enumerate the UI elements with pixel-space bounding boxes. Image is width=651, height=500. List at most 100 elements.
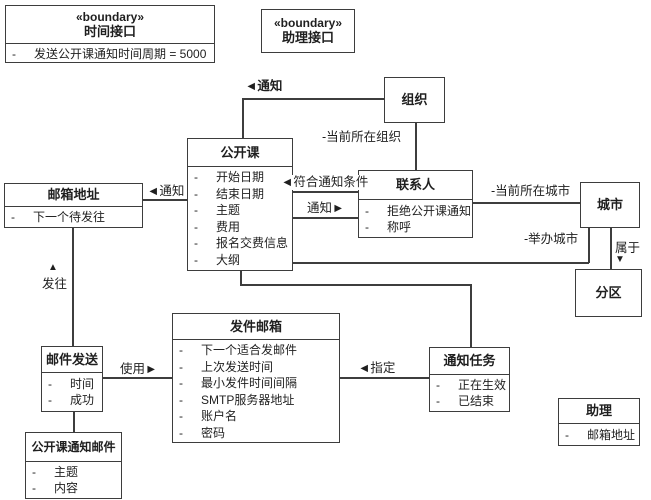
attribute-label: 正在生效 [458, 378, 507, 392]
attribute-label: 费用 [216, 219, 241, 234]
class-title: 发件邮箱 [229, 318, 282, 334]
attribute-label: SMTP服务器地址 [201, 392, 295, 407]
visibility-marker: - [48, 377, 52, 391]
association-label-send-to: 发往 [40, 277, 70, 292]
attribute-row: - 最小发件时间间隔 [173, 375, 339, 392]
association-label-use: 使用► [118, 362, 160, 377]
connector-organization-contact-v [415, 123, 417, 171]
attribute-row: -密码 [173, 425, 339, 442]
class-box-city[interactable]: 城市 [580, 182, 640, 228]
association-label-notify-contact: 通知► [305, 201, 347, 216]
association-label-notify-organization: ◄通知 [243, 79, 285, 94]
class-box-contact[interactable]: 联系人 - 拒绝公开课通知 - 称呼 [358, 170, 473, 238]
visibility-marker: - [179, 376, 183, 390]
attribute-label: 结束日期 [216, 186, 265, 201]
visibility-marker: - [179, 343, 183, 357]
class-box-organization[interactable]: 组织 [384, 77, 445, 123]
attribute-row: -SMTP服务器地址 [173, 392, 339, 409]
attribute-label: 拒绝公开课通知 [387, 203, 472, 218]
visibility-marker: - [12, 47, 16, 61]
visibility-marker: - [11, 210, 15, 224]
attribute-row: - 下一个适合发邮件 [173, 342, 339, 359]
attribute-row: - 邮箱地址 [559, 427, 639, 443]
attribute-label: 账户名 [201, 409, 238, 423]
connector-emailaddress-course [142, 199, 188, 201]
class-title: 联系人 [395, 177, 435, 192]
class-box-sending-mailbox[interactable]: 发件邮箱 -下一个适合发邮件 -上次发送时间 -最小发件时间间隔 -SMTP服务… [172, 313, 340, 443]
visibility-marker: - [179, 409, 183, 423]
attribute-row: - 发送公开课通知时间周期 = 5000 [6, 46, 214, 62]
connector-course-contact-condition [292, 191, 358, 193]
role-label-host-city: -举办城市 [522, 232, 581, 247]
attribute-label: 内容 [54, 481, 79, 495]
attribute-label: 主题 [216, 203, 241, 217]
visibility-marker: - [48, 393, 52, 407]
stereotype-label: «boundary» [273, 16, 342, 30]
class-box-email-address[interactable]: 邮箱地址 -下一个待发往 [4, 183, 143, 228]
visibility-marker: - [179, 359, 183, 374]
connector-course-task-h [240, 284, 471, 286]
class-box-mail-sending[interactable]: 邮件发送 - 时间 - 成功 [41, 346, 103, 412]
attribute-row: -主题 [26, 464, 121, 480]
class-box-district[interactable]: 分区 [575, 269, 642, 317]
visibility-marker: - [194, 252, 198, 267]
connector-course-city-h [292, 262, 589, 264]
connector-course-city-v [588, 228, 590, 263]
attribute-row: - 大纲 [188, 252, 292, 269]
class-box-assistant[interactable]: 助理 -邮箱地址 [558, 398, 640, 446]
attribute-label: 称呼 [387, 219, 412, 234]
connector-emailaddress-mailsending-v [72, 228, 74, 346]
class-title: 通知任务 [443, 353, 496, 368]
connector-city-district-v [610, 228, 612, 269]
attribute-label: 开始日期 [216, 170, 265, 184]
association-label-notify-email: ◄通知 [145, 184, 187, 199]
visibility-marker: - [194, 236, 198, 250]
class-title: 邮箱地址 [47, 187, 100, 202]
attribute-label: 最小发件时间间隔 [201, 376, 298, 390]
attribute-label: 已结束 [458, 394, 495, 408]
arrow-up-icon: ▲ [48, 262, 58, 273]
attribute-row: - 正在生效 [430, 377, 509, 393]
class-box-notification-task[interactable]: 通知任务 - 正在生效 - 已结束 [429, 347, 510, 412]
association-label-assign: ◄指定 [356, 361, 398, 376]
connector-mailsending-noticemail-v [73, 412, 75, 432]
connector-mailsending-mailbox [103, 377, 172, 379]
class-title: 城市 [596, 197, 623, 212]
attribute-row: - 已结束 [430, 393, 509, 409]
attribute-row: - 成功 [42, 392, 102, 408]
role-label-current-organization: -当前所在组织 [320, 130, 404, 145]
class-title: 组织 [401, 92, 428, 107]
attribute-row: -结束日期 [188, 186, 292, 203]
role-label-current-city: -当前所在城市 [489, 184, 573, 199]
association-label-belongs-to: 属于 [613, 241, 643, 256]
class-title: 时间接口 [83, 23, 136, 39]
attribute-row: - 开始日期 [188, 169, 292, 186]
visibility-marker: - [565, 427, 569, 442]
visibility-marker: - [365, 203, 369, 218]
attribute-label: 下一个适合发邮件 [201, 343, 298, 357]
attribute-label: 邮箱地址 [587, 427, 636, 442]
connector-mailbox-task [340, 377, 429, 379]
connector-course-contact-notify [292, 217, 358, 219]
class-box-public-course[interactable]: 公开课 -开始日期 -结束日期 -主题 -费用 -报名交费信息 -大纲 [187, 138, 293, 271]
class-title: 邮件发送 [45, 351, 98, 367]
connector-course-task-v2 [470, 284, 472, 347]
attribute-label: 密码 [201, 425, 226, 440]
visibility-marker: - [436, 378, 440, 392]
attribute-row: -主题 [188, 202, 292, 219]
class-box-course-notice-mail[interactable]: 公开课通知邮件 -主题 -内容 [25, 432, 122, 499]
attribute-row: - 账户名 [173, 408, 339, 425]
visibility-marker: - [436, 394, 440, 408]
attribute-label: 报名交费信息 [216, 236, 289, 250]
association-label-match-condition: ◄符合通知条件 [279, 175, 371, 190]
attribute-label: 大纲 [216, 252, 241, 267]
attribute-label: 时间 [70, 377, 95, 391]
arrow-down-icon: ▼ [615, 254, 625, 265]
class-box-assistant-interface[interactable]: «boundary» 助理接口 [261, 9, 355, 53]
class-box-time-interface[interactable]: «boundary» 时间接口 - 发送公开课通知时间周期 = 5000 [5, 5, 215, 63]
class-title: 公开课通知邮件 [31, 440, 116, 454]
attribute-row: -费用 [188, 219, 292, 236]
visibility-marker: - [194, 170, 198, 184]
visibility-marker: - [365, 219, 369, 234]
attribute-label: 成功 [70, 393, 95, 407]
